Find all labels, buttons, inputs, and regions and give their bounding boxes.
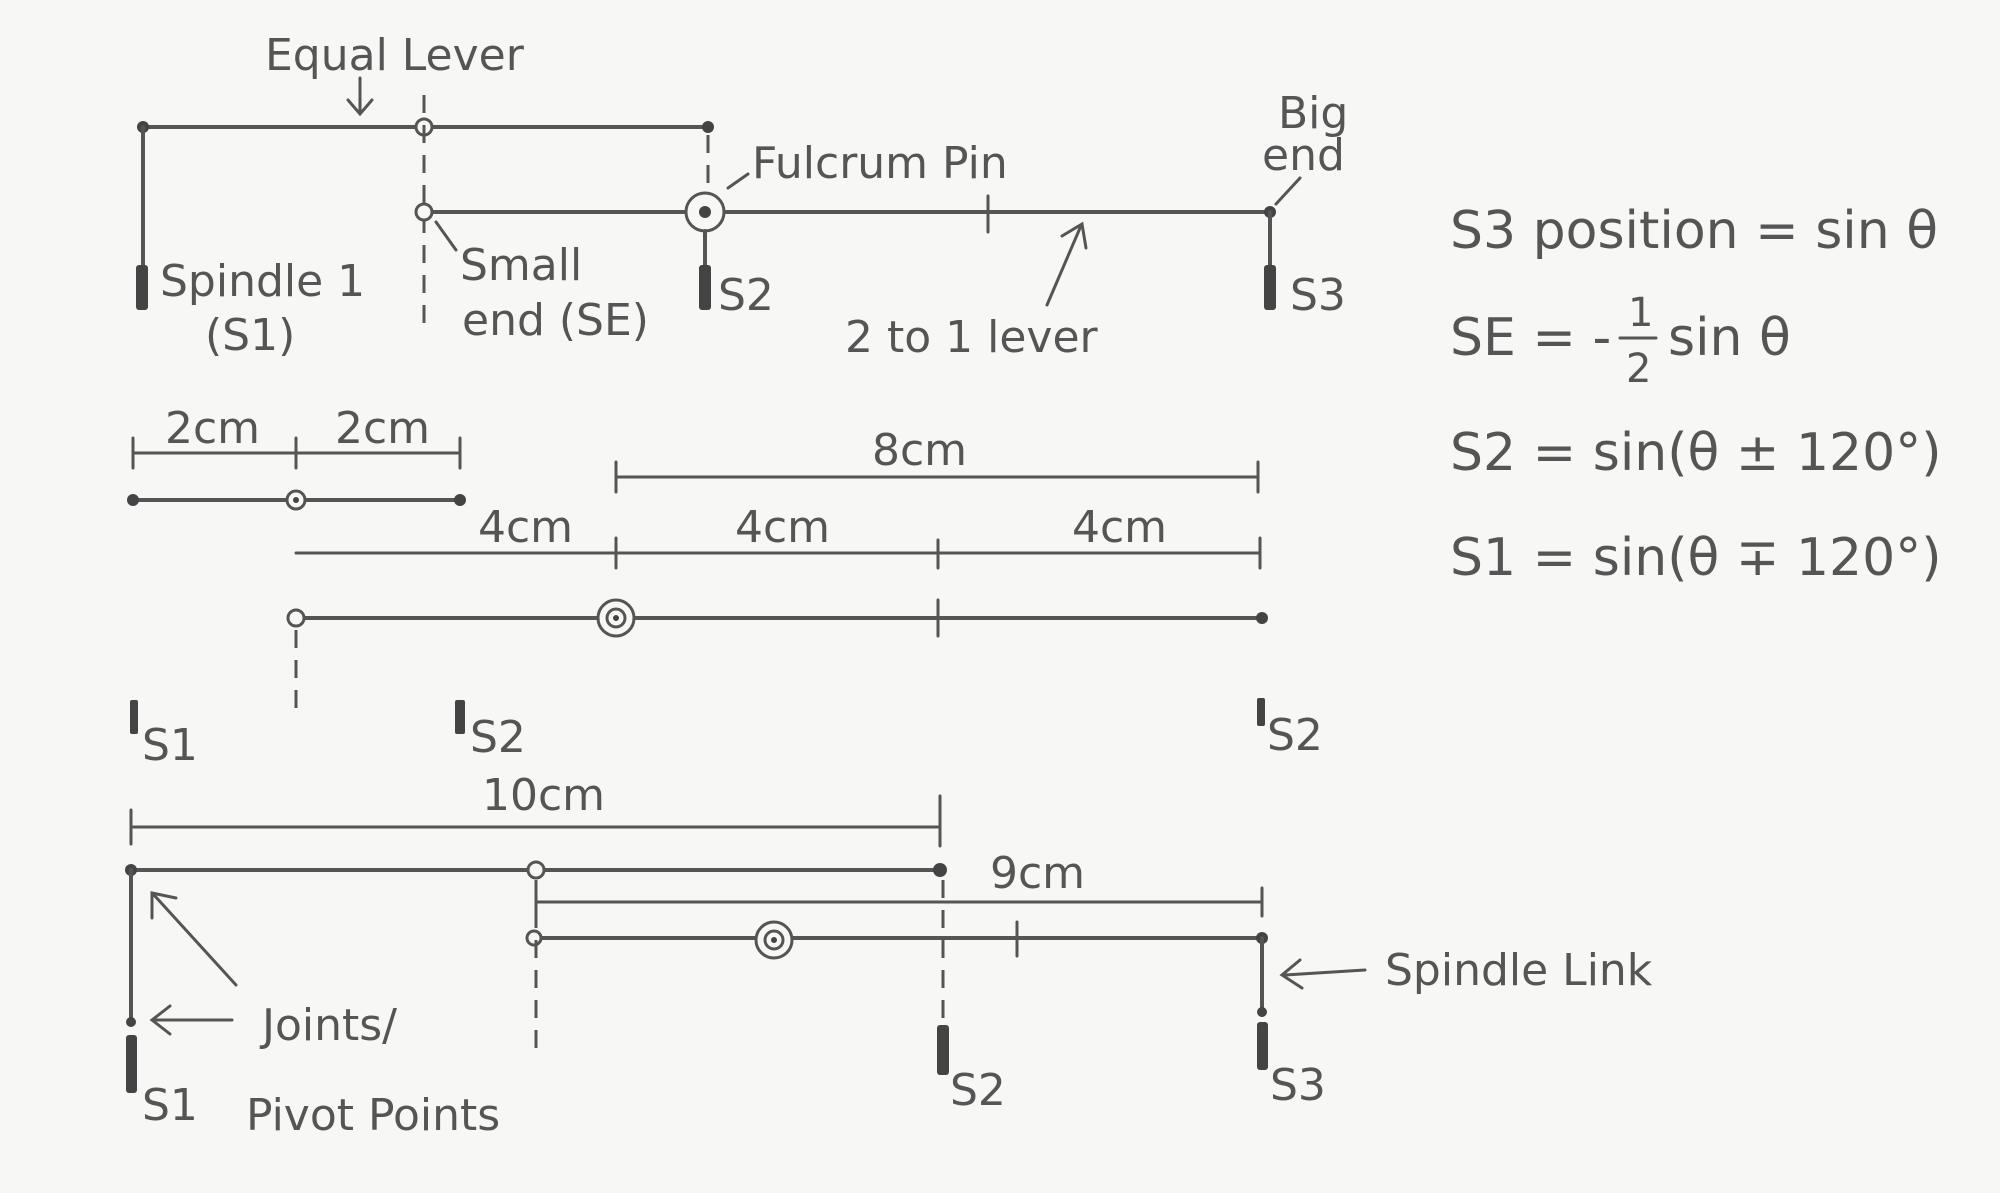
bottom-s3-marker: [1257, 1022, 1268, 1070]
s2-marker-top: [699, 265, 711, 310]
big-label: Big: [1278, 88, 1348, 139]
equation-se-right: sin θ: [1668, 308, 1791, 368]
equal-lever-arrowhead: [346, 98, 374, 117]
s3-label-top: S3: [1290, 270, 1346, 321]
small-end-joint: [414, 202, 434, 222]
equations: S3 position = sin θ SE = - 1 2 sin θ S2 …: [1450, 201, 1942, 588]
mid-s2-marker-a: [455, 700, 465, 734]
dim-4cm-c-label: 4cm: [1072, 502, 1167, 553]
bottom-s1-marker: [126, 1035, 137, 1093]
equation-s1: S1 = sin(θ ∓ 120°): [1450, 528, 1942, 588]
small-label: Small: [460, 240, 582, 291]
spindle1-marker: [136, 265, 148, 310]
bottom-s2-label: S2: [950, 1065, 1006, 1116]
dim-10cm-label: 10cm: [482, 770, 605, 821]
mid-s2-marker-b: [1257, 698, 1265, 726]
joints-diagonal-arrow: [152, 893, 238, 987]
bottom-s3-joint: [1257, 1007, 1267, 1017]
lever-pointer-head: [1060, 221, 1088, 250]
equal-lever-label: Equal Lever: [265, 30, 525, 81]
spindle-link-arrowhead: [1279, 958, 1304, 990]
fulcrum-pin-center: [699, 206, 711, 218]
s2-label-top: S2: [718, 270, 774, 321]
bottom-fulcrum-center: [771, 937, 777, 943]
fulcrum-pointer: [726, 172, 750, 190]
equal-lever-right-joint: [702, 121, 714, 133]
spindle-link-arrow: [1283, 968, 1367, 977]
spindle1-label: Spindle 1: [160, 256, 365, 307]
fraction-denominator: 2: [1626, 346, 1651, 392]
joints-arrowhead: [149, 1004, 172, 1036]
s3-marker-top: [1264, 265, 1276, 310]
joints-diagonal-arrowhead: [150, 891, 178, 920]
small-end-pointer: [434, 220, 458, 252]
dim-2cm-b-label: 2cm: [335, 403, 430, 454]
bottom-diagram: 10cm S1 9cm S2 S3 Spindle: [125, 770, 1653, 1141]
spindle-link-label: Spindle Link: [1385, 945, 1653, 996]
bottom-s1-label: S1: [142, 1080, 198, 1131]
joints-label: Joints/: [259, 1000, 397, 1051]
lever-pointer: [1045, 226, 1082, 307]
mid-equal-lever-right-joint: [454, 494, 466, 506]
middle-diagram: 2cm 2cm 8cm 4cm 4cm 4cm S1 S2: [127, 403, 1323, 771]
end-se-label: end (SE): [462, 295, 649, 346]
dim-8cm-label: 8cm: [872, 425, 967, 476]
dim-4cm-a-label: 4cm: [478, 502, 573, 553]
equation-s3: S3 position = sin θ: [1450, 201, 1938, 261]
big-end-pointer: [1274, 176, 1302, 206]
mid-lever-big-end: [1256, 612, 1268, 624]
bottom-s1-joint: [126, 1017, 136, 1027]
fulcrum-pin-label: Fulcrum Pin: [752, 138, 1008, 189]
dim-4cm-b-label: 4cm: [735, 502, 830, 553]
s1-paren-label: (S1): [205, 310, 295, 361]
mid-s2-a-label: S2: [470, 712, 526, 763]
mid-fulcrum-center: [613, 615, 619, 621]
dim-2cm-a-label: 2cm: [165, 403, 260, 454]
bottom-s3-label: S3: [1270, 1060, 1326, 1111]
mid-equal-lever-left-joint: [127, 494, 139, 506]
bottom-upper-center-pivot: [526, 860, 546, 880]
mid-equal-lever-center-dot: [293, 497, 299, 503]
top-diagram: Equal Lever Fulcrum Pin Big end Spindle …: [136, 30, 1348, 363]
bottom-lower-small-end: [525, 929, 543, 947]
mid-s1-label: S1: [142, 720, 198, 771]
big-end-label: end: [1262, 130, 1345, 181]
bottom-upper-right-joint: [933, 863, 947, 877]
equation-s2: S2 = sin(θ ± 120°): [1450, 423, 1942, 483]
two-to-one-lever-label: 2 to 1 lever: [845, 312, 1099, 363]
mid-lever-small-end: [286, 608, 306, 628]
mid-s2-b-label: S2: [1267, 710, 1323, 761]
bottom-s2-marker: [937, 1025, 949, 1075]
dim-9cm-label: 9cm: [990, 848, 1085, 899]
mid-s1-marker: [130, 700, 138, 734]
equation-se-left: SE = -: [1450, 308, 1611, 368]
pivot-points-label: Pivot Points: [246, 1090, 500, 1141]
fraction-numerator: 1: [1628, 290, 1653, 336]
